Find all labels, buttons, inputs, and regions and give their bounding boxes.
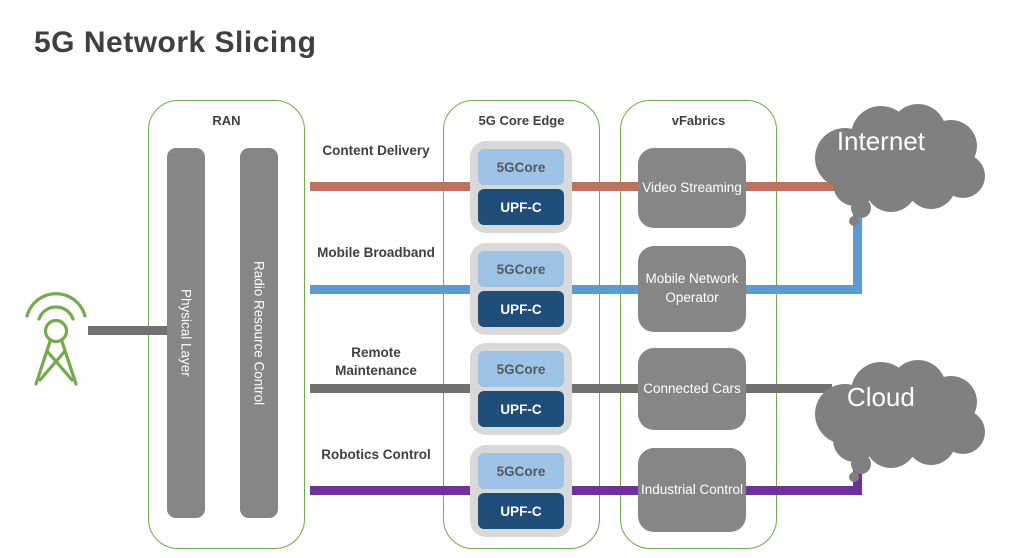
- core-chip-5gcore: 5GCore: [478, 251, 564, 287]
- physical-layer-bar: Physical Layer: [167, 148, 205, 518]
- core-chip-5gcore: 5GCore: [478, 149, 564, 185]
- radio-resource-control-label: Radio Resource Control: [251, 260, 267, 406]
- radio-resource-control-bar: Radio Resource Control: [240, 148, 278, 518]
- slice-label-mobile-broadband: Mobile Broadband: [317, 245, 435, 260]
- core-unit-robotics-control: 5GCore UPF-C: [470, 445, 572, 537]
- vfab-mobile-network-operator: Mobile Network Operator: [638, 246, 746, 332]
- robotics-control-line: [310, 486, 862, 495]
- internet-cloud: Internet: [803, 96, 993, 228]
- antenna-to-ran-link: [88, 326, 170, 335]
- internet-cloud-label: Internet: [836, 126, 925, 156]
- vfab-connected-cars: Connected Cars: [638, 348, 746, 430]
- cloud-cloud-label: Cloud: [846, 382, 915, 412]
- physical-layer-label: Physical Layer: [178, 289, 194, 377]
- core-unit-mobile-broadband: 5GCore UPF-C: [470, 243, 572, 335]
- core-chip-5gcore: 5GCore: [478, 453, 564, 489]
- cloud-shape: [815, 104, 985, 226]
- slice-label-robotics-control: Robotics Control: [321, 447, 431, 462]
- vfab-video-streaming: Video Streaming: [638, 148, 746, 228]
- slice-label-remote-maintenance: Remote Maintenance: [335, 345, 417, 379]
- vfabrics-label: vFabrics: [671, 113, 726, 128]
- slice-label-content-delivery: Content Delivery: [322, 143, 430, 158]
- cloud-cloud: Cloud: [803, 352, 993, 484]
- core-chip-upfc: UPF-C: [478, 189, 564, 225]
- radio-tower-icon: [25, 292, 87, 386]
- mobile-broadband-line-vertical: [853, 213, 862, 294]
- core-chip-upfc: UPF-C: [478, 291, 564, 327]
- core-edge-label: 5G Core Edge: [478, 113, 565, 128]
- core-chip-5gcore: 5GCore: [478, 351, 564, 387]
- ran-label: RAN: [212, 113, 241, 128]
- content-delivery-line: [310, 182, 850, 191]
- core-chip-upfc: UPF-C: [478, 493, 564, 529]
- vfab-industrial-control: Industrial Control: [638, 448, 746, 532]
- core-unit-content-delivery: 5GCore UPF-C: [470, 141, 572, 233]
- page-title: 5G Network Slicing: [34, 26, 317, 59]
- core-chip-upfc: UPF-C: [478, 391, 564, 427]
- cloud-shape: [815, 360, 985, 482]
- mobile-broadband-line: [310, 285, 862, 294]
- core-unit-remote-maintenance: 5GCore UPF-C: [470, 343, 572, 435]
